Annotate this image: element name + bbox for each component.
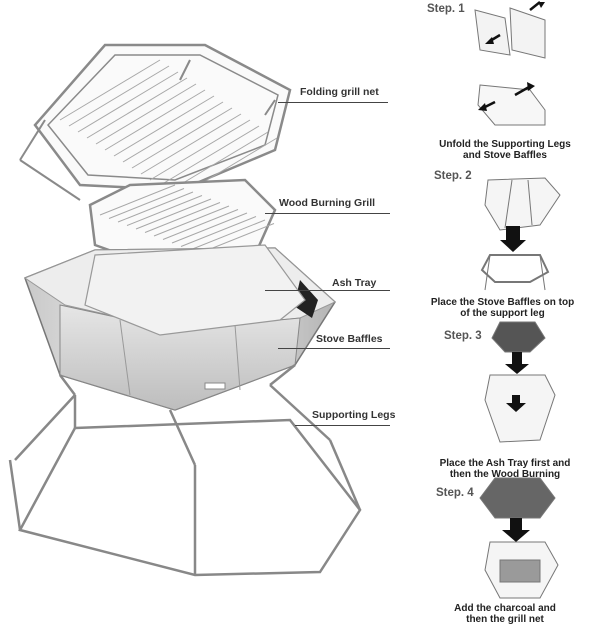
- label-supporting-legs: Supporting Legs: [312, 409, 396, 421]
- step2-illustration: [480, 177, 561, 291]
- label-ash-tray: Ash Tray: [332, 277, 377, 289]
- grill-bar: [144, 202, 221, 233]
- step1-caption-line1: Unfold the Supporting Legs: [439, 139, 571, 150]
- leader-ash-tray: [265, 290, 390, 291]
- ash-tray-image: [84, 244, 306, 336]
- grill-bar: [153, 205, 230, 237]
- step1-caption-line2: and Stove Baffles: [463, 150, 547, 161]
- grill-bar: [108, 188, 185, 219]
- grill-bar: [180, 216, 257, 247]
- leader-stove-baffles: [278, 348, 390, 349]
- grill-bar: [135, 198, 212, 230]
- step1-caption: Unfold the Supporting Legs and Stove Baf…: [410, 139, 600, 161]
- step3-caption-line1: Place the Ash Tray first and: [439, 458, 571, 469]
- ash-tray-shadow: [294, 280, 318, 318]
- step3-caption-line2: then the Wood Burning: [449, 469, 561, 480]
- leader-folding-grill-net: [278, 102, 388, 103]
- step4-caption: Add the charcoal and then the grill net: [410, 603, 600, 625]
- grill-bar: [158, 125, 260, 187]
- supporting-legs-image: [8, 364, 362, 577]
- grill-bar: [117, 191, 194, 223]
- step1-title: Step. 1: [427, 3, 465, 15]
- folding-grill-net-image: [19, 43, 292, 201]
- grill-bar: [104, 89, 206, 151]
- grill-bar: [149, 119, 251, 181]
- grill-bar: [59, 59, 161, 121]
- grill-bar: [126, 195, 203, 226]
- label-wood-burning-grill: Wood Burning Grill: [279, 197, 376, 209]
- grill-bar: [113, 95, 215, 157]
- grill-bar: [171, 212, 248, 244]
- step2-caption-line1: Place the Stove Baffles on top: [430, 297, 575, 308]
- grill-bar: [68, 65, 170, 127]
- grill-bar: [95, 83, 197, 145]
- step2-caption-line2: of the support leg: [460, 308, 545, 319]
- step1-illustration: [474, 1, 546, 126]
- label-folding-grill-net: Folding grill net: [300, 86, 379, 98]
- leader-supporting-legs: [295, 425, 390, 426]
- leader-wood-burning-grill: [265, 213, 390, 214]
- step4-illustration: [479, 477, 559, 599]
- grill-bar: [189, 219, 266, 251]
- step3-caption: Place the Ash Tray first and then the Wo…: [410, 458, 600, 480]
- step3-illustration: [484, 321, 556, 443]
- step4-title: Step. 4: [436, 487, 474, 499]
- step3-title: Step. 3: [444, 330, 482, 342]
- step4-caption-line1: Add the charcoal and: [454, 603, 556, 614]
- grill-bar: [122, 101, 224, 163]
- grill-bar: [162, 209, 239, 240]
- grill-bar: [99, 184, 176, 216]
- grill-bar: [86, 77, 188, 139]
- grill-bar: [77, 71, 179, 133]
- step2-caption: Place the Stove Baffles on top of the su…: [405, 297, 600, 319]
- label-stove-baffles: Stove Baffles: [316, 333, 383, 345]
- grill-bar: [131, 107, 233, 169]
- step2-title: Step. 2: [434, 170, 472, 182]
- step4-caption-line2: then the grill net: [466, 614, 544, 625]
- grill-bar: [140, 113, 242, 175]
